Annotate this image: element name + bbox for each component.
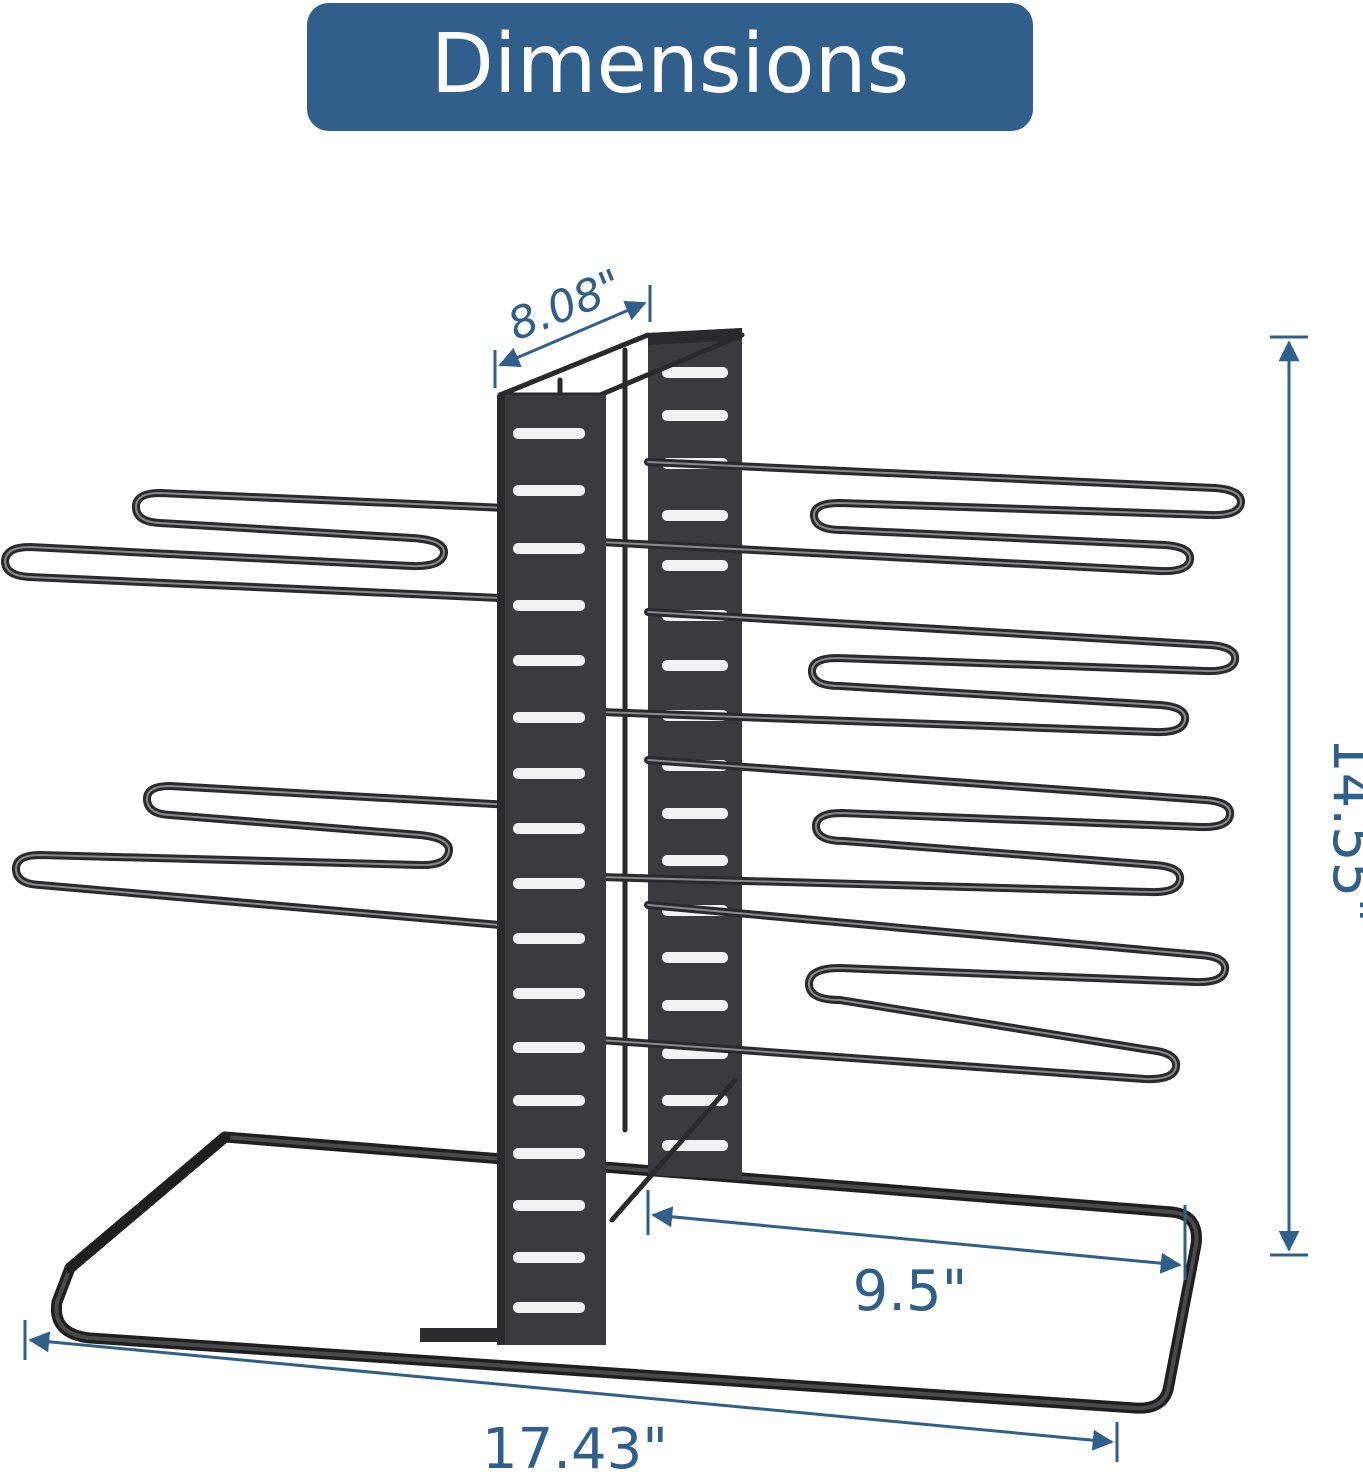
width-label: 17.43" bbox=[482, 1417, 668, 1479]
base-frame bbox=[50, 1131, 1202, 1414]
right-loops bbox=[596, 458, 1245, 1084]
front-upright bbox=[497, 395, 606, 1345]
banner-title: Dimensions bbox=[430, 17, 910, 112]
base-depth-label: 9.5" bbox=[853, 1259, 968, 1324]
dimensions-banner: Dimensions bbox=[307, 3, 1033, 131]
height-label: 14.55" bbox=[1320, 737, 1363, 923]
back-upright bbox=[648, 328, 742, 1180]
left-loops bbox=[0, 488, 604, 929]
base-depth-dimension: 9.5" bbox=[646, 1190, 1187, 1324]
width-dimension: 17.43" bbox=[23, 1320, 1119, 1479]
height-dimension: 14.55" bbox=[1270, 335, 1363, 1257]
